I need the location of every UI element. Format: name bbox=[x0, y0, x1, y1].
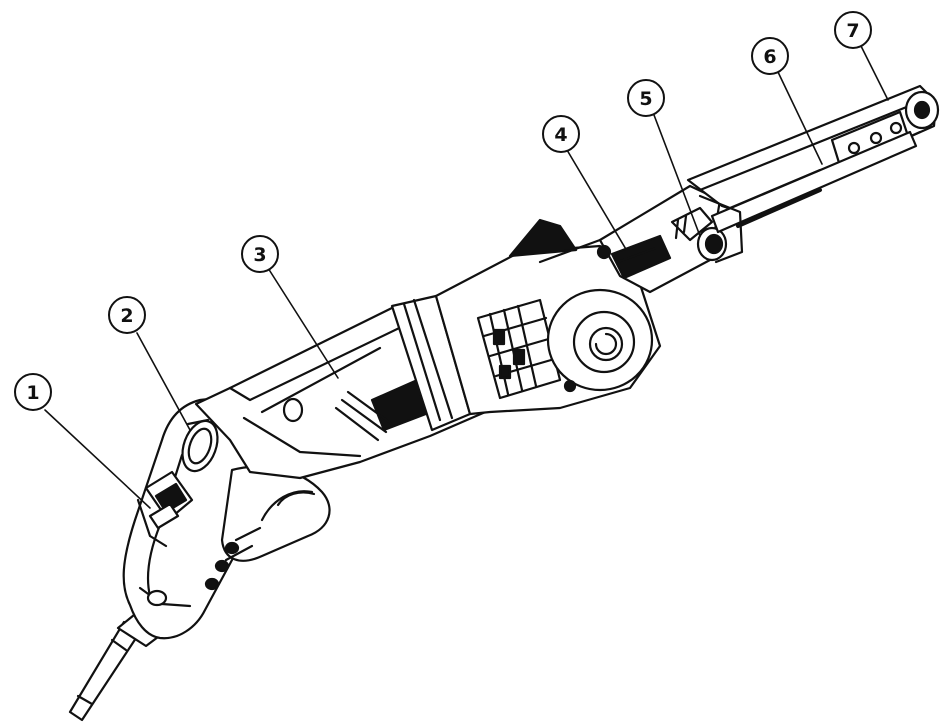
svg-text:7: 7 bbox=[846, 20, 859, 42]
callout-3: 3 bbox=[241, 235, 279, 273]
gear-head bbox=[434, 218, 662, 416]
callout-5: 5 bbox=[627, 79, 665, 117]
callout-6: 6 bbox=[751, 37, 789, 75]
svg-text:2: 2 bbox=[120, 305, 133, 327]
tool-handle bbox=[122, 398, 331, 640]
svg-text:1: 1 bbox=[26, 382, 39, 404]
callout-2: 2 bbox=[108, 296, 146, 334]
belt-arm bbox=[686, 84, 940, 214]
callout-7: 7 bbox=[834, 11, 872, 49]
svg-text:3: 3 bbox=[253, 244, 266, 266]
leader-lines bbox=[44, 45, 889, 509]
power-switch bbox=[136, 470, 194, 548]
callout-4: 4 bbox=[542, 115, 580, 153]
motor-housing bbox=[194, 294, 492, 480]
callout-1: 1 bbox=[14, 373, 52, 411]
svg-text:5: 5 bbox=[639, 88, 652, 110]
sanding-belt bbox=[698, 130, 918, 264]
tracking-knob bbox=[670, 206, 728, 262]
svg-text:6: 6 bbox=[763, 46, 776, 68]
speed-dial bbox=[181, 418, 219, 473]
svg-text:4: 4 bbox=[554, 124, 567, 146]
